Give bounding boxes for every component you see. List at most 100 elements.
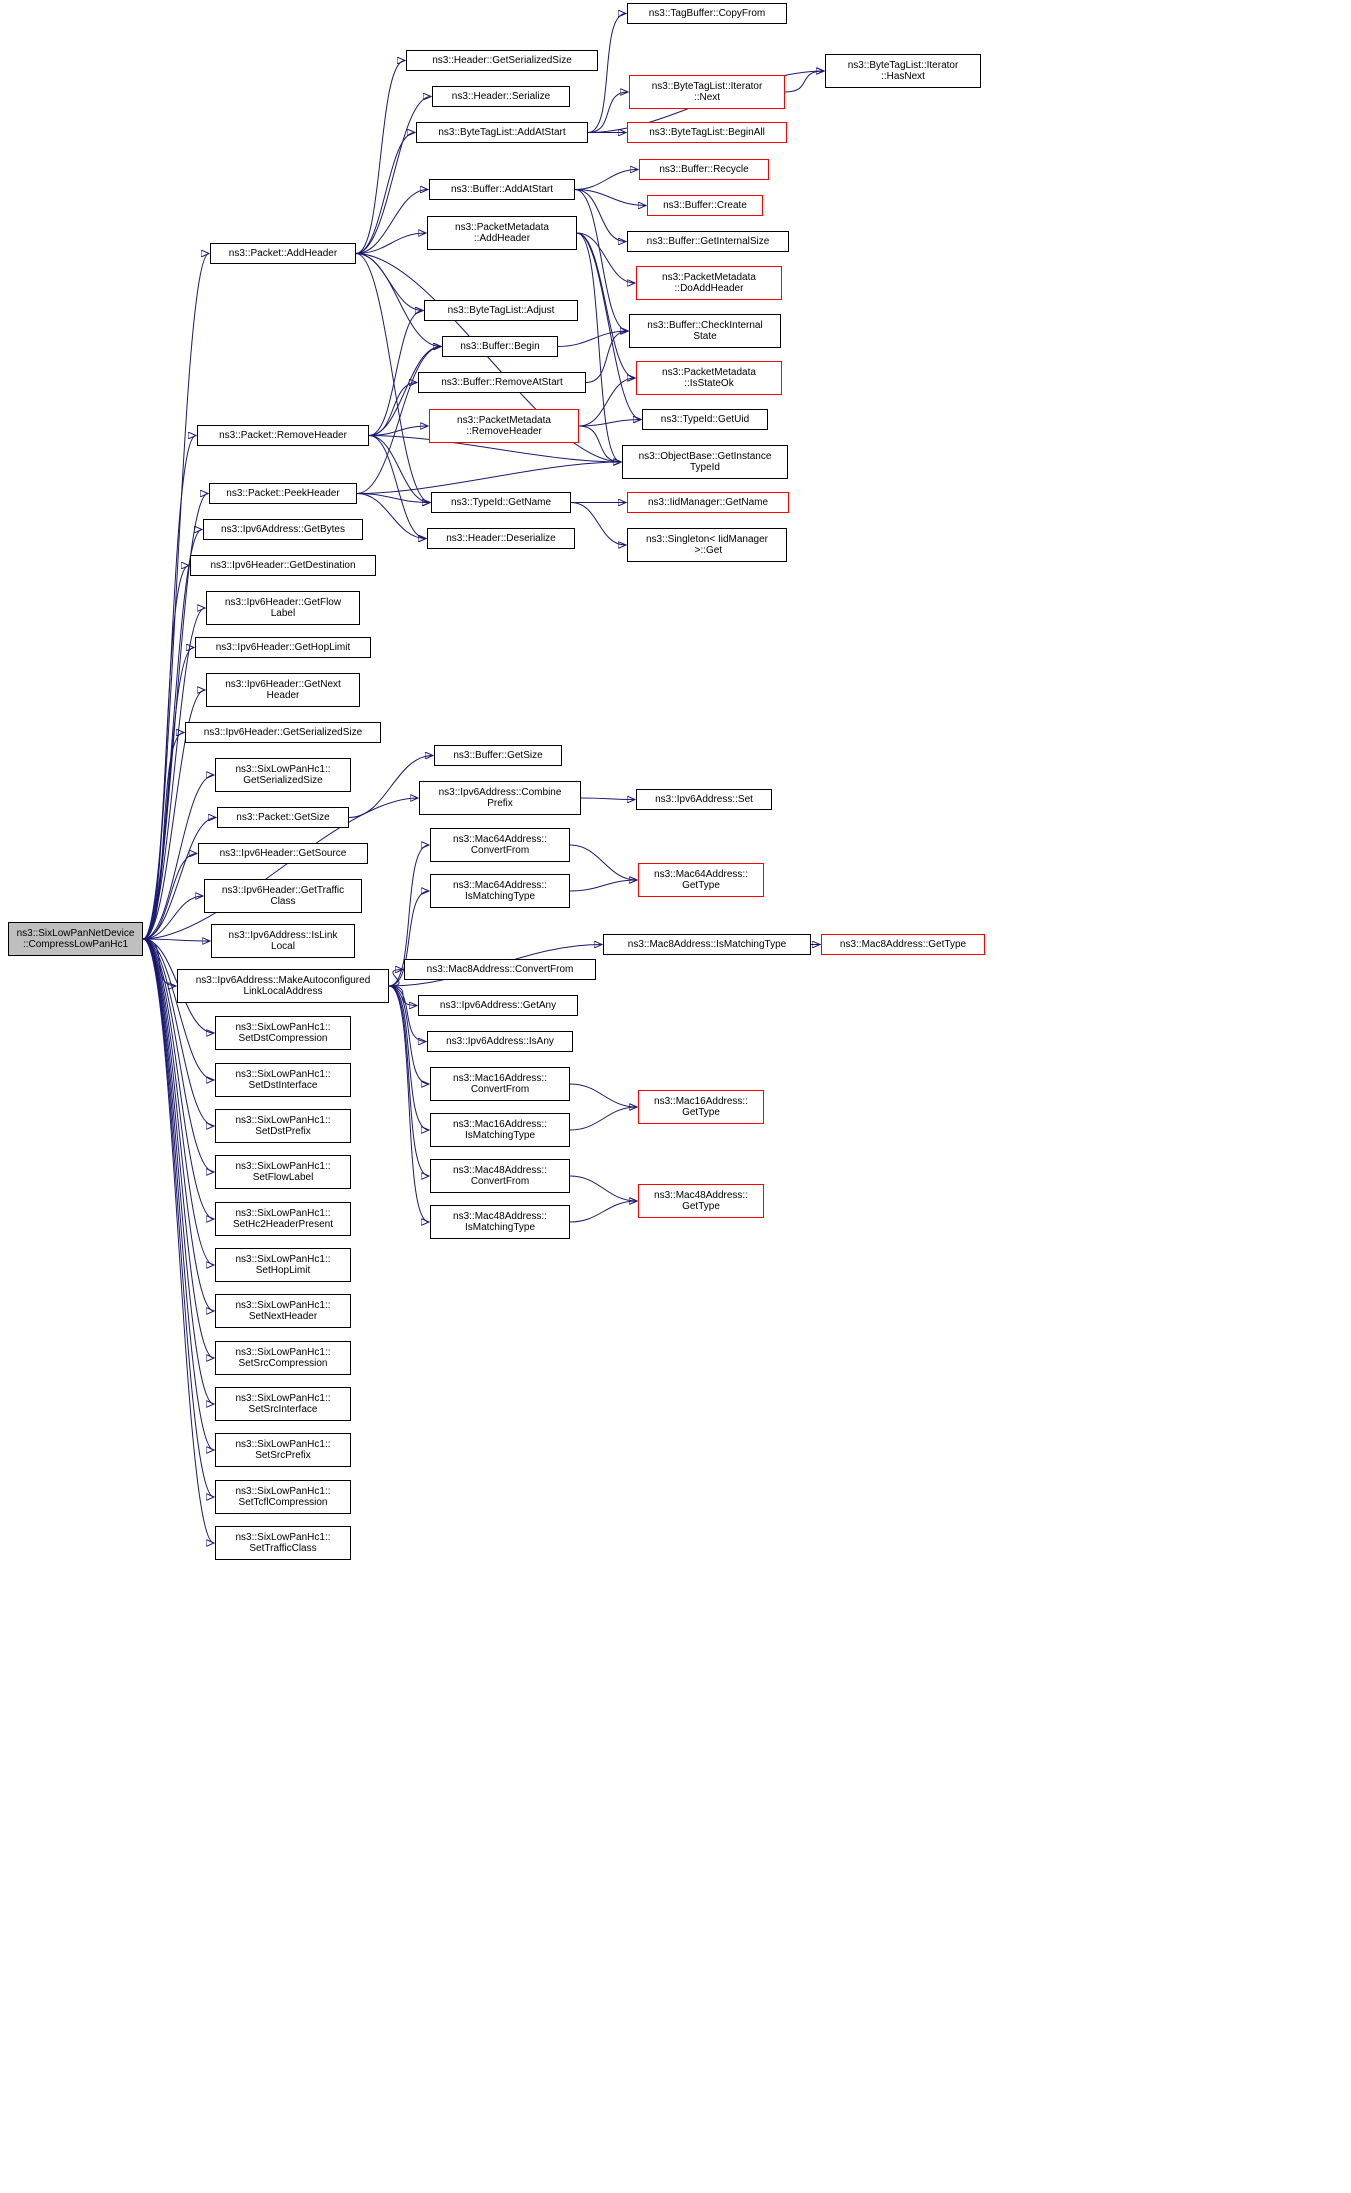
node-typeid-get-name[interactable]: ns3::TypeId::GetName — [431, 492, 571, 513]
edge-compress-low-pan-hc1--ipv6header-get-serialized-size — [142, 733, 184, 940]
edge-make-autoconfigured-link-local-address--mac16-convert-from — [388, 985, 429, 1084]
edge-packet-add-header--packetmetadata-add-header — [355, 233, 426, 254]
edge-buffer-add-at-start--buffer-recycle — [574, 170, 638, 190]
node-set-src-compression[interactable]: ns3::SixLowPanHc1:: SetSrcCompression — [215, 1341, 351, 1375]
node-buffer-create[interactable]: ns3::Buffer::Create — [647, 195, 763, 216]
node-set-dst-prefix[interactable]: ns3::SixLowPanHc1:: SetDstPrefix — [215, 1109, 351, 1143]
node-packet-add-header[interactable]: ns3::Packet::AddHeader — [210, 243, 356, 264]
node-iidmanager-get-name[interactable]: ns3::IidManager::GetName — [627, 492, 789, 513]
node-combine-prefix[interactable]: ns3::Ipv6Address::Combine Prefix — [419, 781, 581, 815]
node-buffer-begin[interactable]: ns3::Buffer::Begin — [442, 336, 558, 357]
node-set-hop-limit[interactable]: ns3::SixLowPanHc1:: SetHopLimit — [215, 1248, 351, 1282]
node-objectbase-get-instance-type-id[interactable]: ns3::ObjectBase::GetInstance TypeId — [622, 445, 788, 479]
edge-combine-prefix--ipv6address-set — [580, 798, 635, 800]
edge-buffer-remove-at-start--buffer-check-internal-state — [585, 331, 628, 383]
node-ipv6address-get-any[interactable]: ns3::Ipv6Address::GetAny — [418, 995, 578, 1016]
node-ipv6header-get-source[interactable]: ns3::Ipv6Header::GetSource — [198, 843, 368, 864]
node-hc1-get-serialized-size[interactable]: ns3::SixLowPanHc1:: GetSerializedSize — [215, 758, 351, 792]
edge-make-autoconfigured-link-local-address--mac64-is-matching-type — [388, 891, 429, 987]
node-mac8-is-matching-type[interactable]: ns3::Mac8Address::IsMatchingType — [603, 934, 811, 955]
node-mac16-get-type[interactable]: ns3::Mac16Address:: GetType — [638, 1090, 764, 1124]
node-set-flow-label[interactable]: ns3::SixLowPanHc1:: SetFlowLabel — [215, 1155, 351, 1189]
edge-compress-low-pan-hc1--combine-prefix — [142, 798, 418, 940]
node-header-get-serialized-size[interactable]: ns3::Header::GetSerializedSize — [406, 50, 598, 71]
node-set-dst-interface[interactable]: ns3::SixLowPanHc1:: SetDstInterface — [215, 1063, 351, 1097]
node-packetmetadata-is-state-ok[interactable]: ns3::PacketMetadata ::IsStateOk — [636, 361, 782, 395]
node-buffer-get-size[interactable]: ns3::Buffer::GetSize — [434, 745, 562, 766]
node-make-autoconfigured-link-local-address[interactable]: ns3::Ipv6Address::MakeAutoconfigured Lin… — [177, 969, 389, 1003]
node-packetmetadata-add-header[interactable]: ns3::PacketMetadata ::AddHeader — [427, 216, 577, 250]
node-mac64-is-matching-type[interactable]: ns3::Mac64Address:: IsMatchingType — [430, 874, 570, 908]
node-packet-get-size[interactable]: ns3::Packet::GetSize — [217, 807, 349, 828]
edge-make-autoconfigured-link-local-address--ipv6address-is-any — [388, 985, 426, 1042]
node-mac16-is-matching-type[interactable]: ns3::Mac16Address:: IsMatchingType — [430, 1113, 570, 1147]
node-tagbuffer-copy-from[interactable]: ns3::TagBuffer::CopyFrom — [627, 3, 787, 24]
edge-packetmetadata-remove-header--packetmetadata-is-state-ok — [578, 378, 635, 427]
edge-compress-low-pan-hc1--set-hc2-header-present — [142, 938, 214, 1219]
node-ipv6header-get-hop-limit[interactable]: ns3::Ipv6Header::GetHopLimit — [195, 637, 371, 658]
node-bytetaglist-adjust[interactable]: ns3::ByteTagList::Adjust — [424, 300, 578, 321]
edge-compress-low-pan-hc1--set-tcfl-compression — [142, 938, 214, 1497]
node-set-src-interface[interactable]: ns3::SixLowPanHc1:: SetSrcInterface — [215, 1387, 351, 1421]
node-header-serialize[interactable]: ns3::Header::Serialize — [432, 86, 570, 107]
edge-packet-remove-header--buffer-remove-at-start — [368, 383, 417, 436]
edge-compress-low-pan-hc1--set-src-interface — [142, 938, 214, 1404]
node-ipv6address-set[interactable]: ns3::Ipv6Address::Set — [636, 789, 772, 810]
node-ipv6header-get-serialized-size[interactable]: ns3::Ipv6Header::GetSerializedSize — [185, 722, 381, 743]
edge-packet-add-header--typeid-get-name — [355, 253, 430, 503]
node-packet-remove-header[interactable]: ns3::Packet::RemoveHeader — [197, 425, 369, 446]
node-bytetaglist-iterator-next[interactable]: ns3::ByteTagList::Iterator ::Next — [629, 75, 785, 109]
node-packetmetadata-remove-header[interactable]: ns3::PacketMetadata ::RemoveHeader — [429, 409, 579, 443]
edge-compress-low-pan-hc1--set-flow-label — [142, 938, 214, 1172]
node-ipv6header-get-traffic-class[interactable]: ns3::Ipv6Header::GetTraffic Class — [204, 879, 362, 913]
node-set-hc2-header-present[interactable]: ns3::SixLowPanHc1:: SetHc2HeaderPresent — [215, 1202, 351, 1236]
node-set-src-prefix[interactable]: ns3::SixLowPanHc1:: SetSrcPrefix — [215, 1433, 351, 1467]
edge-typeid-get-name--singleton-iidmanager-get — [570, 502, 626, 546]
node-ipv6header-get-destination[interactable]: ns3::Ipv6Header::GetDestination — [190, 555, 376, 576]
edge-compress-low-pan-hc1--set-src-compression — [142, 938, 214, 1358]
node-set-next-header[interactable]: ns3::SixLowPanHc1:: SetNextHeader — [215, 1294, 351, 1328]
node-set-dst-compression[interactable]: ns3::SixLowPanHc1:: SetDstCompression — [215, 1016, 351, 1050]
node-set-traffic-class[interactable]: ns3::SixLowPanHc1:: SetTrafficClass — [215, 1526, 351, 1560]
node-bytetaglist-iterator-has-next[interactable]: ns3::ByteTagList::Iterator ::HasNext — [825, 54, 981, 88]
edge-compress-low-pan-hc1--ipv6address-is-link-local — [142, 939, 210, 941]
edge-packet-add-header--bytetaglist-add-at-start — [355, 133, 415, 254]
edge-bytetaglist-add-at-start--tagbuffer-copy-from — [587, 14, 626, 133]
node-compress-low-pan-hc1[interactable]: ns3::SixLowPanNetDevice ::CompressLowPan… — [8, 922, 143, 956]
node-mac48-is-matching-type[interactable]: ns3::Mac48Address:: IsMatchingType — [430, 1205, 570, 1239]
edge-compress-low-pan-hc1--ipv6header-get-hop-limit — [142, 648, 194, 940]
node-buffer-remove-at-start[interactable]: ns3::Buffer::RemoveAtStart — [418, 372, 586, 393]
node-mac48-convert-from[interactable]: ns3::Mac48Address:: ConvertFrom — [430, 1159, 570, 1193]
node-mac16-convert-from[interactable]: ns3::Mac16Address:: ConvertFrom — [430, 1067, 570, 1101]
node-buffer-add-at-start[interactable]: ns3::Buffer::AddAtStart — [429, 179, 575, 200]
edge-buffer-add-at-start--buffer-check-internal-state — [574, 189, 628, 332]
edge-mac64-is-matching-type--mac64-get-type — [569, 880, 637, 892]
node-packet-peek-header[interactable]: ns3::Packet::PeekHeader — [209, 483, 357, 504]
edge-bytetaglist-add-at-start--bytetaglist-iterator-next — [587, 92, 628, 133]
node-buffer-check-internal-state[interactable]: ns3::Buffer::CheckInternal State — [629, 314, 781, 348]
node-mac48-get-type[interactable]: ns3::Mac48Address:: GetType — [638, 1184, 764, 1218]
node-ipv6header-get-next-header[interactable]: ns3::Ipv6Header::GetNext Header — [206, 673, 360, 707]
node-bytetaglist-begin-all[interactable]: ns3::ByteTagList::BeginAll — [627, 122, 787, 143]
edge-make-autoconfigured-link-local-address--mac16-is-matching-type — [388, 985, 429, 1130]
node-ipv6header-get-flow-label[interactable]: ns3::Ipv6Header::GetFlow Label — [206, 591, 360, 625]
node-bytetaglist-add-at-start[interactable]: ns3::ByteTagList::AddAtStart — [416, 122, 588, 143]
node-buffer-recycle[interactable]: ns3::Buffer::Recycle — [639, 159, 769, 180]
edge-packet-remove-header--header-deserialize — [368, 435, 426, 539]
edge-compress-low-pan-hc1--set-next-header — [142, 938, 214, 1311]
edge-packet-get-size--buffer-get-size — [348, 756, 433, 818]
node-mac8-convert-from[interactable]: ns3::Mac8Address::ConvertFrom — [404, 959, 596, 980]
node-singleton-iidmanager-get[interactable]: ns3::Singleton< IidManager >::Get — [627, 528, 787, 562]
node-ipv6address-is-link-local[interactable]: ns3::Ipv6Address::IsLink Local — [211, 924, 355, 958]
node-typeid-get-uid[interactable]: ns3::TypeId::GetUid — [642, 409, 768, 430]
node-mac8-get-type[interactable]: ns3::Mac8Address::GetType — [821, 934, 985, 955]
node-set-tcfl-compression[interactable]: ns3::SixLowPanHc1:: SetTcflCompression — [215, 1480, 351, 1514]
node-buffer-get-internal-size[interactable]: ns3::Buffer::GetInternalSize — [627, 231, 789, 252]
node-packetmetadata-do-add-header[interactable]: ns3::PacketMetadata ::DoAddHeader — [636, 266, 782, 300]
node-mac64-get-type[interactable]: ns3::Mac64Address:: GetType — [638, 863, 764, 897]
node-ipv6address-get-bytes[interactable]: ns3::Ipv6Address::GetBytes — [203, 519, 363, 540]
edge-packet-add-header--header-serialize — [355, 97, 431, 254]
node-header-deserialize[interactable]: ns3::Header::Deserialize — [427, 528, 575, 549]
node-ipv6address-is-any[interactable]: ns3::Ipv6Address::IsAny — [427, 1031, 573, 1052]
node-mac64-convert-from[interactable]: ns3::Mac64Address:: ConvertFrom — [430, 828, 570, 862]
